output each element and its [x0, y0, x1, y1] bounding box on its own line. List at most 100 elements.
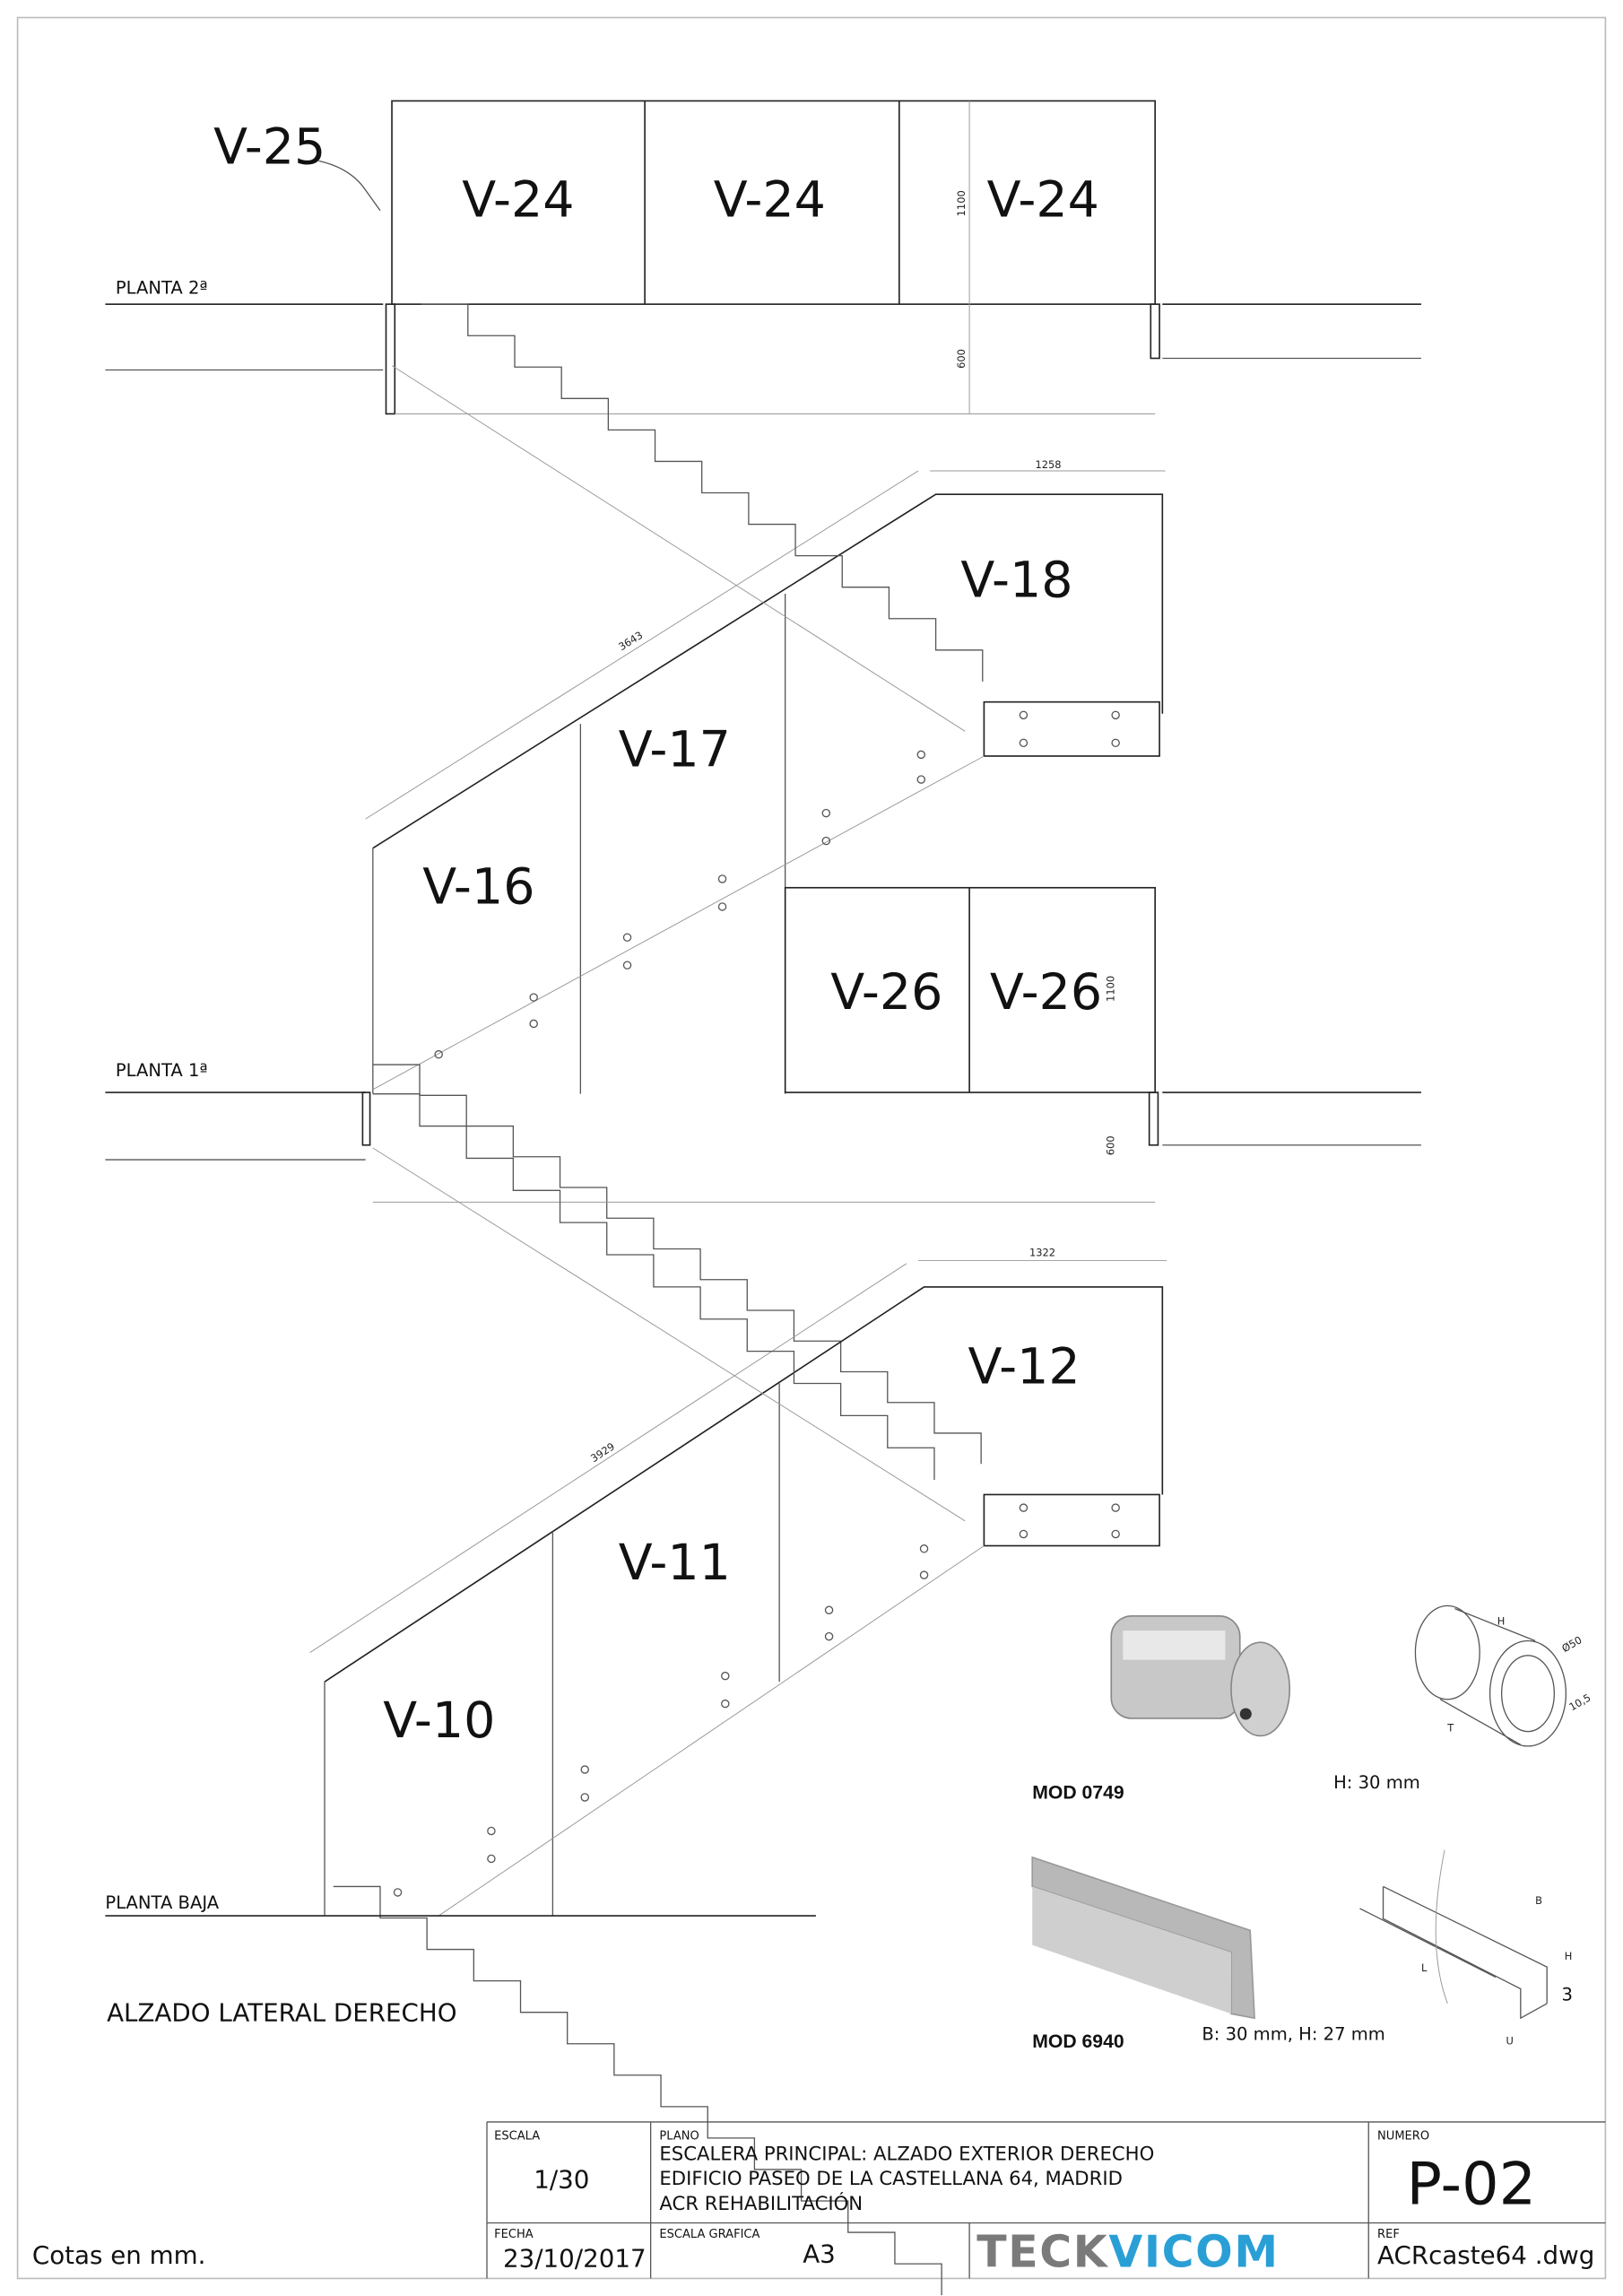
panel-label: V-24 — [714, 171, 826, 229]
glass-bolt — [487, 1826, 496, 1836]
escala-grafica-value: A3 — [803, 2239, 836, 2268]
dim-label: L — [1421, 1961, 1428, 1974]
part-spec: H: 30 mm — [1333, 1772, 1420, 1793]
dim-label: H — [1565, 1950, 1573, 1962]
fecha-value: 23/10/2017 — [503, 2243, 647, 2273]
dim-label: H — [1497, 1615, 1506, 1628]
dim-label: Ø50 — [1559, 1633, 1584, 1655]
low-railing: 1322 3929 V-12 V-11 V-10 — [309, 1093, 1167, 2296]
level-label: PLANTA BAJA — [105, 1892, 219, 1913]
glass-bolt — [434, 1049, 443, 1059]
part-spec: B: 30 mm, H: 27 mm — [1202, 2024, 1384, 2045]
panel-label: V-12 — [968, 1339, 1080, 1396]
floor-planta-1: PLANTA 1ª — [105, 1060, 1421, 1203]
escala-grafica-label: ESCALA GRAFICA — [659, 2228, 759, 2241]
glass-bolt — [821, 836, 831, 846]
panel-label: V-18 — [960, 552, 1072, 609]
stair-profile — [372, 1064, 982, 1465]
dimension: 3929 — [588, 1440, 617, 1465]
plano-line: ACR REHABILITACIÓN — [659, 2192, 863, 2214]
panel-label: V-16 — [422, 859, 534, 917]
glass-bolt — [1111, 1529, 1120, 1539]
dimension: 1100 — [1105, 976, 1117, 1002]
glass-bolt — [487, 1854, 496, 1864]
mid-railing: 1258 3643 1100 600 V-18 V-17 V-16 V-26 V… — [365, 303, 1166, 1465]
fecha-label: FECHA — [494, 2228, 534, 2241]
part-mod-0749: H Ø50 10,5 T MOD 0749 H: 30 mm — [1032, 1605, 1593, 1804]
panel-label: V-24 — [462, 171, 574, 229]
glass-bolt — [1111, 710, 1120, 720]
connector-photo — [1110, 1614, 1291, 1737]
floor-planta-2: PLANTA 2ª — [105, 278, 1421, 415]
dimension: 1322 — [1029, 1247, 1055, 1259]
numero-label: NUMERO — [1377, 2130, 1429, 2144]
teckvicom-logo: TECKVICOM — [976, 2226, 1279, 2277]
dimension: 1258 — [1035, 458, 1061, 471]
glass-bolt — [622, 933, 632, 942]
glass-bolt — [622, 961, 632, 970]
panel-label: V-24 — [987, 171, 1099, 229]
panel-label: V-11 — [619, 1535, 731, 1592]
stair-profile — [333, 1885, 942, 2296]
glass-bolt — [1019, 710, 1028, 720]
glass-bolt — [580, 1793, 589, 1802]
panel-label: V-26 — [990, 964, 1102, 1022]
ref-label: REF — [1377, 2228, 1400, 2241]
panel-label: V-25 — [213, 119, 325, 177]
dimension: 3643 — [616, 629, 645, 653]
glass-bolt — [1019, 1503, 1028, 1512]
glass-bolt — [919, 1544, 929, 1553]
view-title: ALZADO LATERAL DERECHO — [107, 1997, 456, 2027]
glass-bolt — [529, 1019, 538, 1029]
sheet-border — [16, 16, 1607, 2280]
glass-bolt — [916, 750, 926, 760]
stair-profile — [421, 303, 984, 682]
dim-label: 10,5 — [1567, 1692, 1593, 1714]
glass-bolt — [1111, 1503, 1120, 1512]
glass-bolt — [393, 1888, 403, 1897]
panel-label: V-26 — [830, 964, 942, 1022]
glass-bolt — [721, 1699, 730, 1709]
connector-drawing: H Ø50 10,5 T — [1414, 1605, 1593, 1747]
title-block: ESCALA 1/30 PLANO ESCALERA PRINCIPAL: AL… — [486, 2121, 1606, 2279]
level-label: PLANTA 2ª — [116, 278, 208, 299]
glass-bolt — [1111, 738, 1120, 748]
numero-value: P-02 — [1407, 2150, 1536, 2218]
plano-label: PLANO — [659, 2130, 699, 2144]
panel-label: V-10 — [383, 1692, 495, 1750]
part-model: MOD 6940 — [1032, 2031, 1124, 2052]
glass-bolt — [821, 808, 831, 818]
ref-value: ACRcaste64 .dwg — [1377, 2240, 1594, 2270]
glass-bolt — [717, 874, 727, 883]
plano-line: ESCALERA PRINCIPAL: ALZADO EXTERIOR DERE… — [659, 2142, 1154, 2164]
glass-bolt — [717, 902, 727, 911]
dimension: 1100 — [955, 190, 968, 216]
glass-bolt — [824, 1631, 834, 1641]
glass-bolt — [1019, 738, 1028, 748]
dim-label: T — [1446, 1722, 1454, 1735]
level-label: PLANTA 1ª — [116, 1060, 208, 1081]
glass-bolt — [824, 1605, 834, 1614]
dim-label: 3 — [1561, 1985, 1572, 2005]
dim-label: U — [1506, 2035, 1514, 2048]
stair-profile — [372, 1093, 935, 1481]
glass-bolt — [721, 1671, 730, 1681]
dimension: 600 — [955, 349, 968, 369]
glass-bolt — [916, 775, 926, 784]
part-model: MOD 0749 — [1032, 1783, 1124, 1804]
glass-bolt — [580, 1765, 589, 1774]
glass-bolt — [529, 993, 538, 1002]
escala-value: 1/30 — [534, 2164, 589, 2194]
escala-label: ESCALA — [494, 2130, 540, 2144]
floor-planta-baja: PLANTA BAJA — [105, 1892, 816, 1917]
units-note: Cotas en mm. — [32, 2240, 206, 2270]
dimension: 600 — [1105, 1135, 1117, 1155]
glass-bolt — [1019, 1529, 1028, 1539]
plano-line: EDIFICIO PASEO DE LA CASTELLANA 64, MADR… — [659, 2167, 1123, 2189]
panel-label: V-17 — [619, 721, 731, 778]
glass-bolt — [919, 1570, 929, 1579]
part-mod-6940: B H 3 L U MOD 6940 B: 30 mm, H: 27 mm — [1031, 1849, 1573, 2052]
profile-drawing: B H 3 L U — [1359, 1849, 1573, 2048]
dim-label: B — [1535, 1894, 1542, 1907]
